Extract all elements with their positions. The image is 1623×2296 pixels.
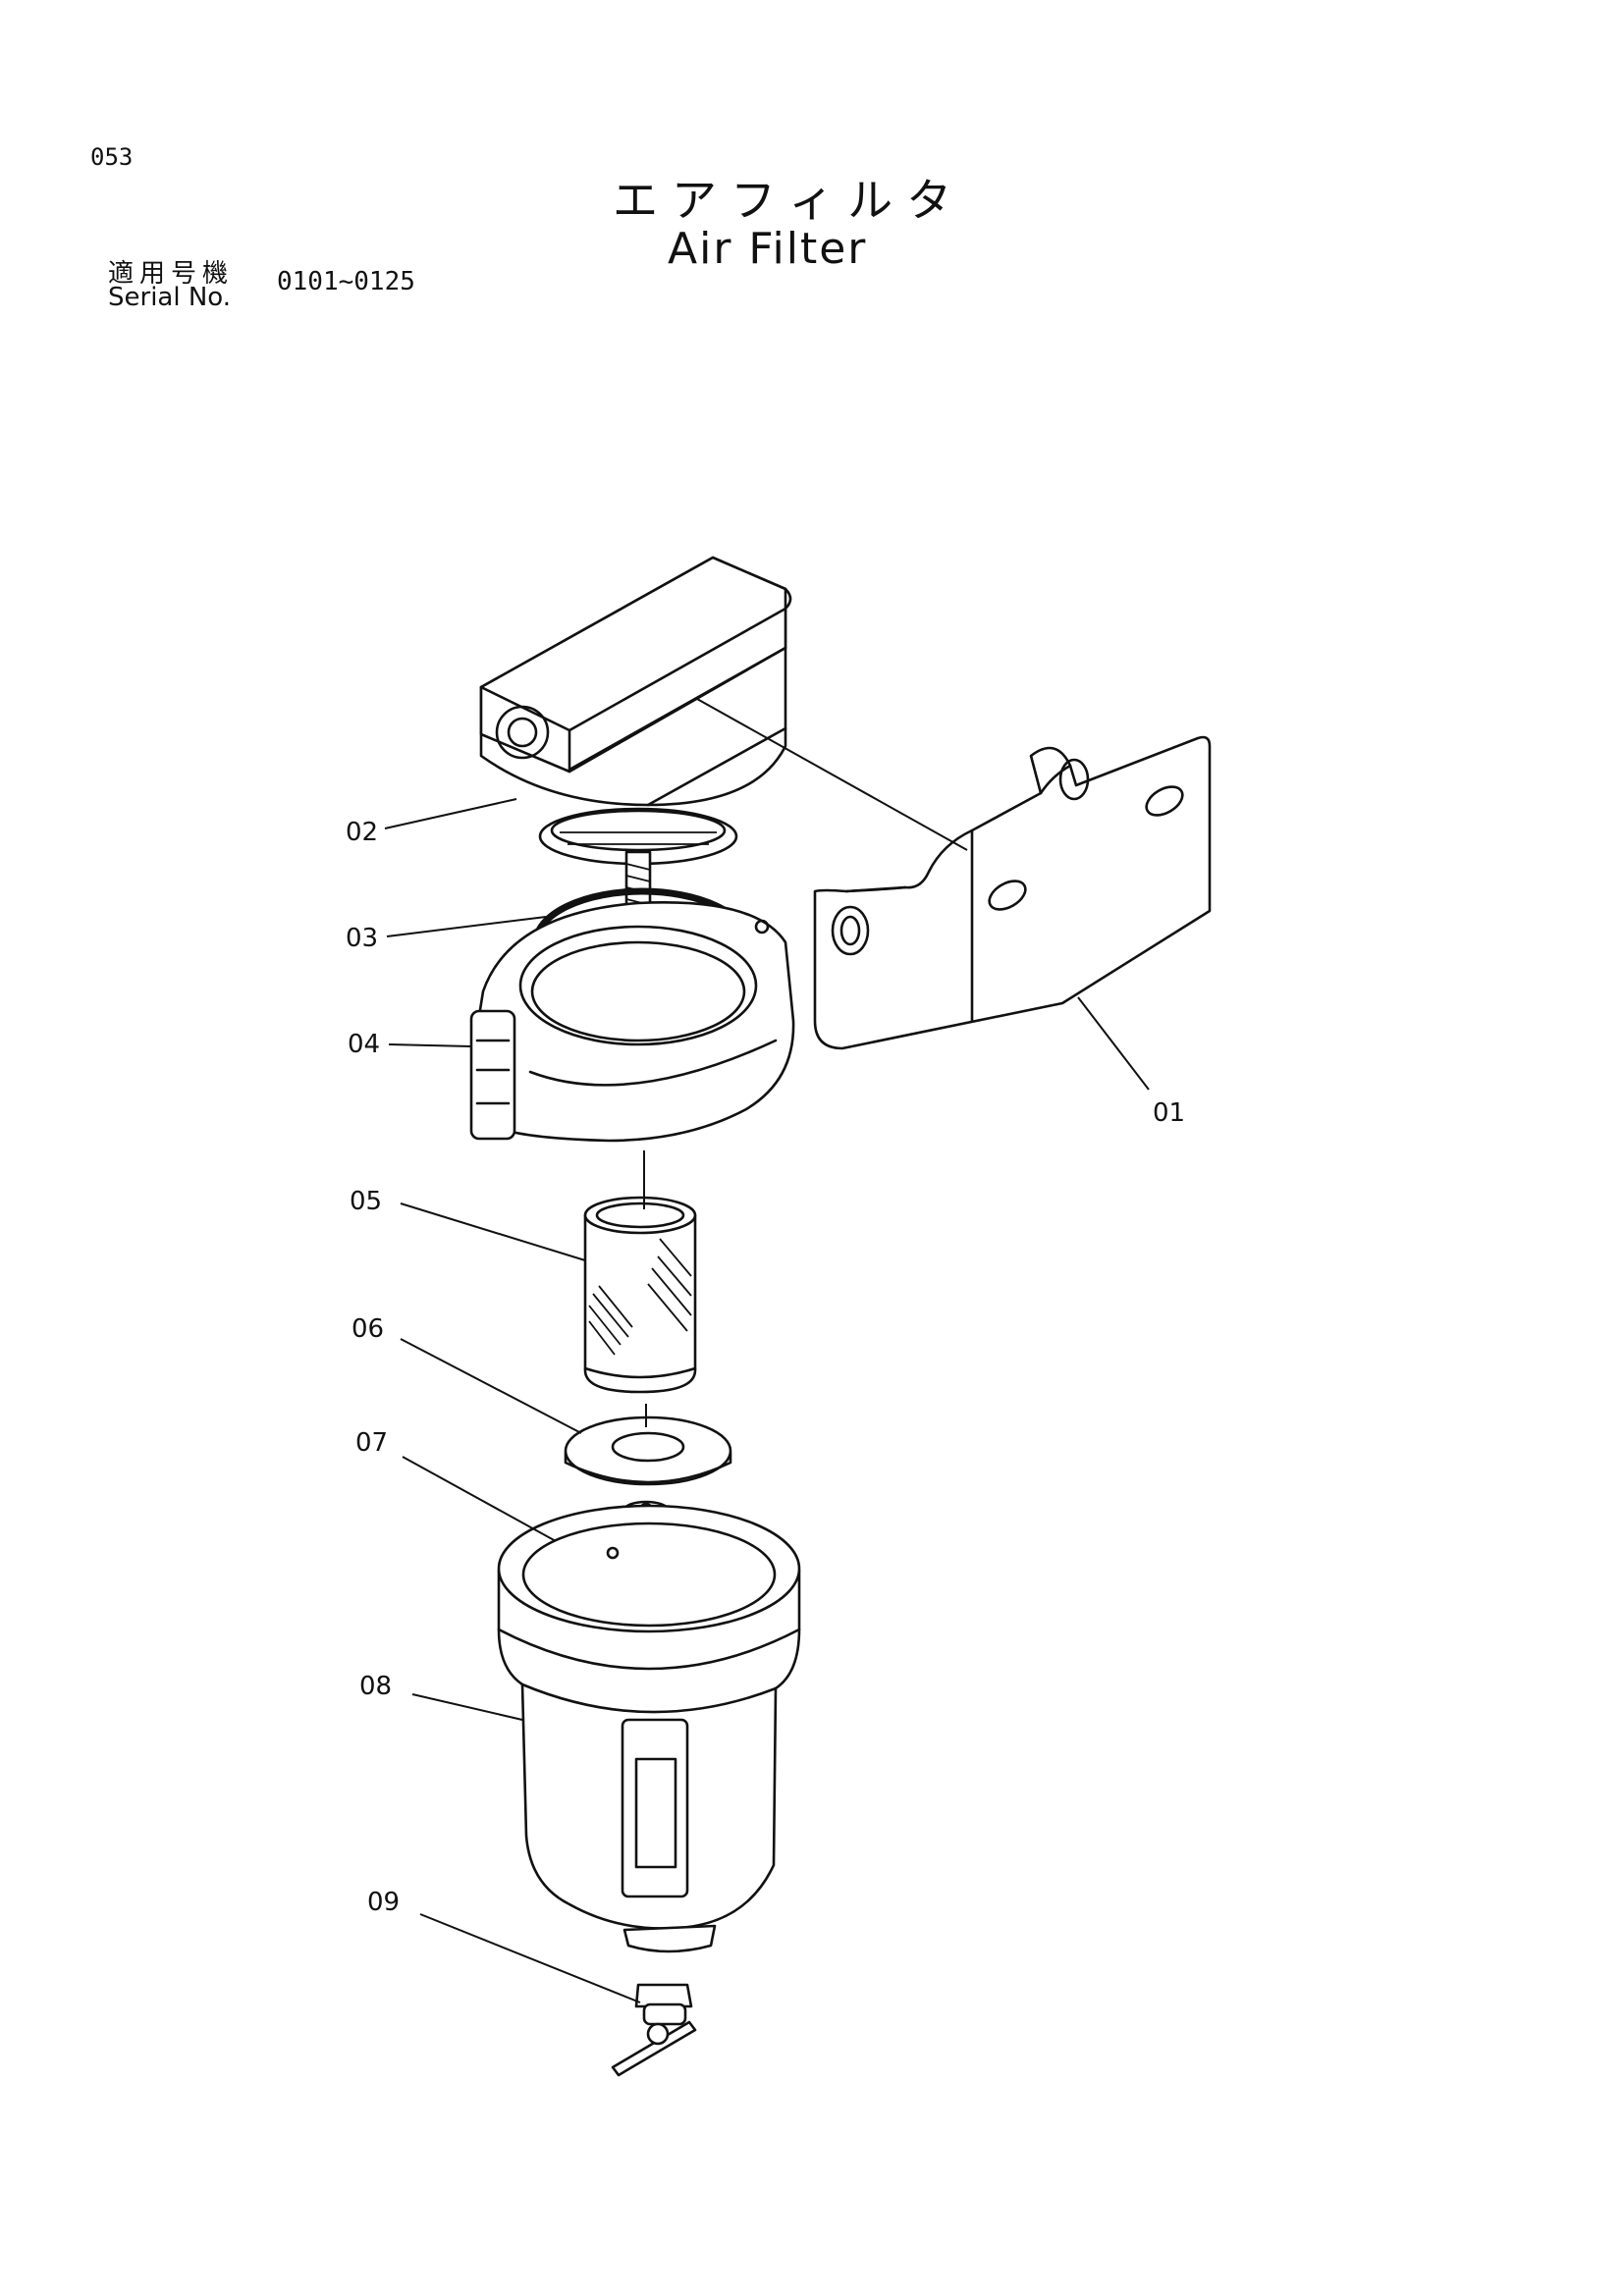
serial-range: 0101~0125 <box>277 267 415 296</box>
part-02-filter-head <box>479 556 792 929</box>
assembly-center-lines <box>643 698 968 1427</box>
serial-label-english: Serial No. <box>108 283 231 312</box>
part-08-bowl <box>497 1504 801 1953</box>
part-01-bracket <box>813 735 1212 1050</box>
part-04-clamp-ring <box>469 901 795 1143</box>
part-06-washer <box>564 1415 732 1486</box>
label-part-05: 05 <box>350 1187 382 1216</box>
page-number: 053 <box>90 143 134 171</box>
part-05-filter-element <box>583 1196 697 1394</box>
label-part-07: 07 <box>355 1428 388 1458</box>
label-part-04: 04 <box>348 1030 380 1059</box>
label-part-06: 06 <box>352 1314 384 1344</box>
label-part-08: 08 <box>359 1672 392 1701</box>
label-part-03: 03 <box>346 924 378 953</box>
label-part-09: 09 <box>367 1888 400 1917</box>
part-09-drain-cock <box>611 1983 697 2077</box>
title-japanese: エアフィルタ <box>613 174 966 227</box>
serial-label-japanese: 適用号機 <box>108 259 235 289</box>
label-part-02: 02 <box>346 818 378 847</box>
label-part-01: 01 <box>1153 1098 1185 1128</box>
title-english: Air Filter <box>668 224 868 274</box>
leader-lines <box>384 798 1150 2003</box>
